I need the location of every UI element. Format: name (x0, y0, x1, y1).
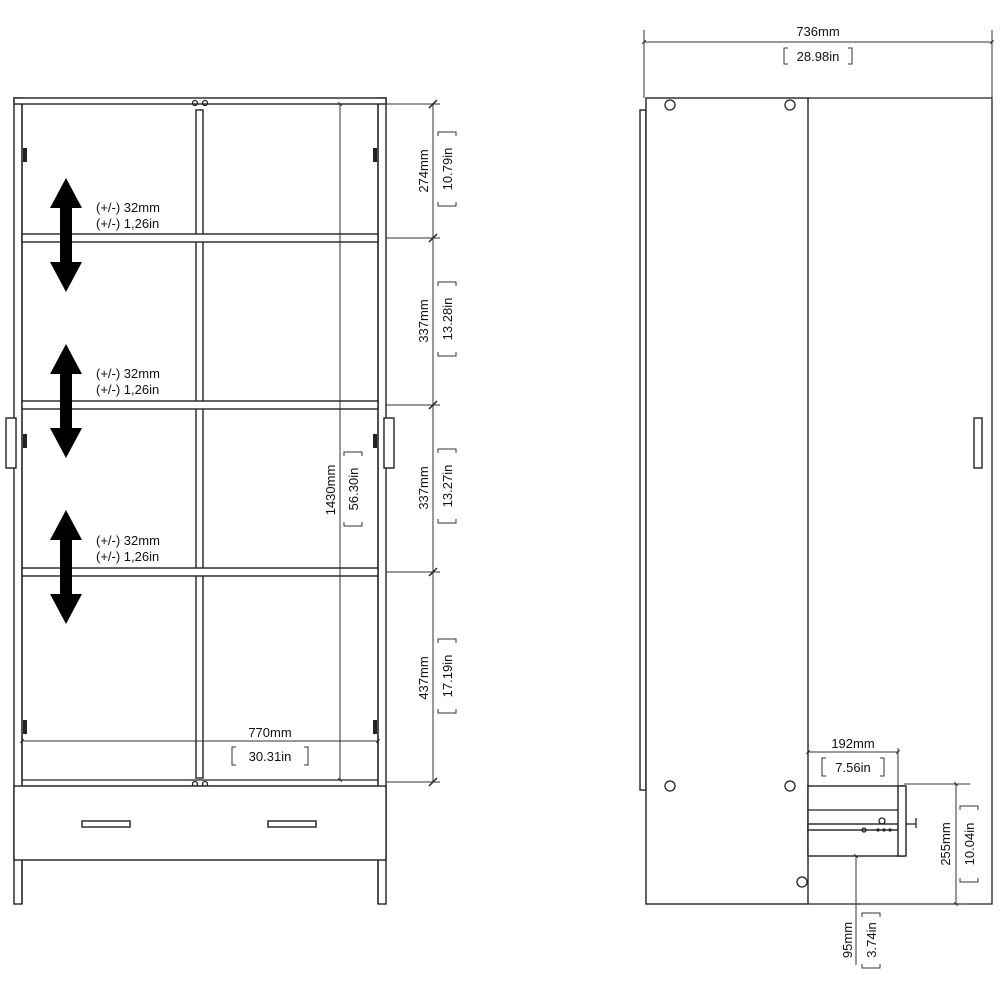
shelf-3-in: 13.27in (440, 465, 455, 508)
shelf-spacing-dimensions: 274mm 10.79in 337mm 13.28in 337mm 13.27i… (386, 99, 457, 787)
right-side-panel (377, 97, 387, 905)
door-edge (639, 109, 647, 791)
center-divider (195, 109, 204, 779)
adjust-note-1-in: (+/-) 1,26in (96, 216, 159, 231)
drawer-height-in: 10.04in (962, 823, 977, 866)
drawer-box (807, 785, 917, 857)
side-handle (973, 417, 983, 469)
left-door-handle (5, 417, 17, 469)
plinth-height-mm: 95mm (840, 922, 855, 958)
adjust-arrow-2 (50, 344, 82, 458)
inner-width-in: 30.31in (249, 749, 292, 764)
shelf-1-mm: 274mm (416, 149, 431, 192)
drawer-height-mm: 255mm (938, 822, 953, 865)
depth-dimension: 736mm 28.98in (641, 24, 995, 98)
drawer-handle-right (267, 820, 317, 828)
plinth-height-in: 3.74in (864, 922, 879, 957)
inner-height-dimension: 1430mm 56.30in (323, 101, 363, 783)
depth-mm: 736mm (796, 24, 839, 39)
depth-in: 28.98in (797, 49, 840, 64)
adjust-note-3-mm: (+/-) 32mm (96, 533, 160, 548)
shelf-3 (21, 567, 379, 577)
drawer-height-dimension: 255mm 10.04in (860, 781, 979, 907)
shelf-2-in: 13.28in (440, 298, 455, 341)
side-panel-outline (808, 97, 993, 905)
drawer-depth-in: 7.56in (835, 760, 870, 775)
right-door-handle (383, 417, 395, 469)
adjust-note-1-mm: (+/-) 32mm (96, 200, 160, 215)
shelf-4-mm: 437mm (416, 656, 431, 699)
shelf-2 (21, 400, 379, 410)
top-panel (13, 97, 387, 105)
drawer-handle-left (81, 820, 131, 828)
shelf-1 (21, 233, 379, 243)
left-side-panel (13, 97, 23, 905)
drawer-front (13, 785, 387, 861)
shelf-4-in: 17.19in (440, 655, 455, 698)
inner-width-dimension: 770mm 30.31in (19, 725, 381, 766)
front-view: (+/-) 32mm (+/-) 1,26in (+/-) 32mm (+/-)… (5, 97, 457, 905)
inner-height-in: 56.30in (346, 468, 361, 511)
inner-width-mm: 770mm (248, 725, 291, 740)
side-view: 736mm 28.98in (639, 24, 995, 969)
drawer-depth-mm: 192mm (831, 736, 874, 751)
shelf-3-mm: 337mm (416, 466, 431, 509)
inner-height-mm: 1430mm (323, 465, 338, 516)
adjust-arrow-1 (50, 178, 82, 292)
drawer-depth-dimension: 192mm 7.56in (805, 736, 901, 786)
shelf-1-in: 10.79in (440, 148, 455, 191)
hinges (23, 148, 377, 734)
adjust-note-2-in: (+/-) 1,26in (96, 382, 159, 397)
connector-holes (664, 99, 808, 888)
adjust-arrow-3 (50, 510, 82, 624)
adjust-note-2-mm: (+/-) 32mm (96, 366, 160, 381)
plinth-height-dimension: 95mm 3.74in (840, 853, 881, 969)
shelf-2-mm: 337mm (416, 299, 431, 342)
carcass-front-section (645, 97, 809, 905)
adjust-note-3-in: (+/-) 1,26in (96, 549, 159, 564)
